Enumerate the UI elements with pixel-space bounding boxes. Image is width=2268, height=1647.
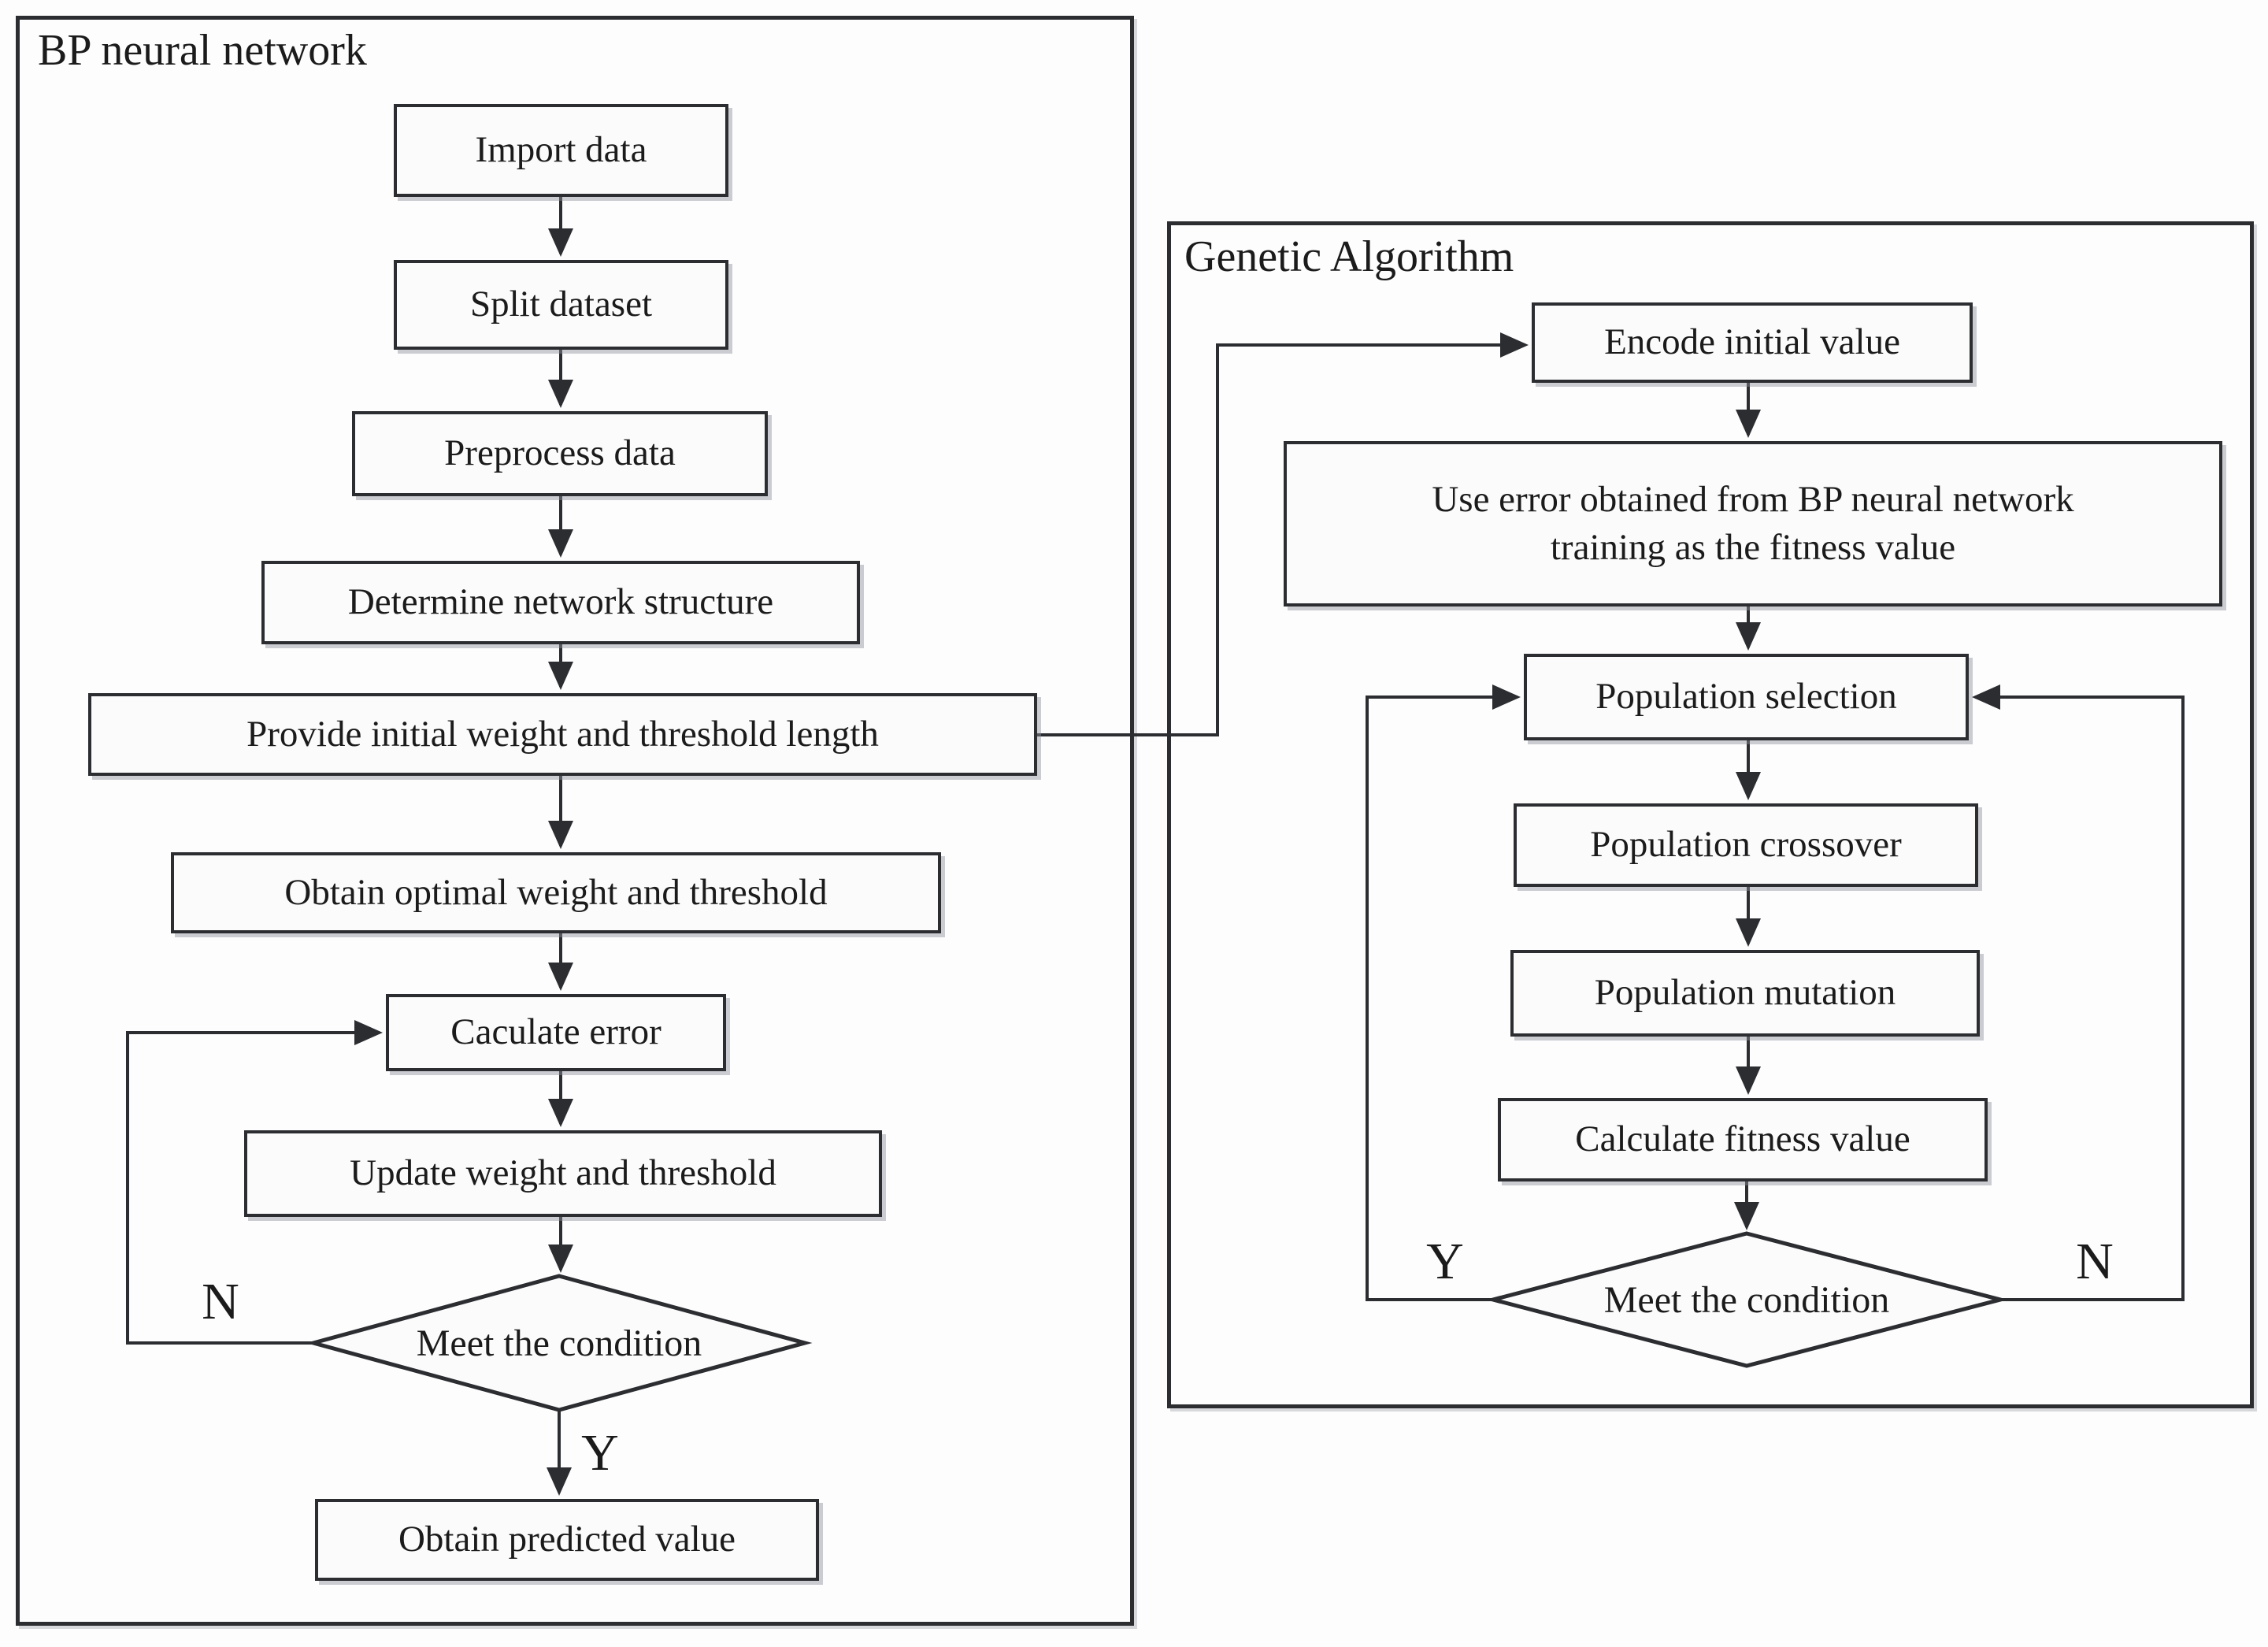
node-encode-initial-value: Encode initial value bbox=[1532, 302, 1973, 383]
ga-container bbox=[1167, 221, 2254, 1408]
node-import-data: Import data bbox=[394, 104, 728, 197]
node-update-weight-threshold: Update weight and threshold bbox=[244, 1130, 882, 1217]
loop-bp-no-branch bbox=[126, 1020, 383, 1345]
node-population-crossover: Population crossover bbox=[1514, 803, 1978, 887]
node-calculate-fitness-value: Calculate fitness value bbox=[1498, 1098, 1988, 1181]
ga-branch-no-label: N bbox=[2076, 1233, 2114, 1290]
bp-decision-diamond bbox=[306, 1274, 813, 1412]
bp-branch-yes-label: Y bbox=[581, 1424, 619, 1482]
bp-decision-label: Meet the condition bbox=[416, 1322, 702, 1364]
node-split-dataset: Split dataset bbox=[394, 260, 728, 350]
ga-decision-diamond bbox=[1485, 1231, 2008, 1368]
connector-bp-to-ga bbox=[1037, 332, 1529, 736]
ga-branch-yes-label: Y bbox=[1426, 1233, 1464, 1290]
node-population-mutation: Population mutation bbox=[1510, 950, 1980, 1037]
node-population-selection: Population selection bbox=[1524, 654, 1969, 740]
bp-container bbox=[16, 16, 1134, 1626]
node-use-error-fitness: Use error obtained from BP neural networ… bbox=[1284, 441, 2222, 606]
node-caculate-error: Caculate error bbox=[386, 994, 726, 1071]
use-error-line1: Use error obtained from BP neural networ… bbox=[1432, 478, 2074, 520]
node-preprocess-data: Preprocess data bbox=[352, 411, 768, 496]
loop-ga-no-branch bbox=[1972, 684, 2185, 1301]
ga-decision-label: Meet the condition bbox=[1603, 1278, 1890, 1321]
node-provide-initial-weight: Provide initial weight and threshold len… bbox=[88, 693, 1037, 776]
loop-ga-yes-branch bbox=[1366, 684, 1521, 1301]
node-obtain-predicted-value: Obtain predicted value bbox=[315, 1499, 819, 1581]
bp-title: BP neural network bbox=[38, 26, 367, 75]
bp-branch-no-label: N bbox=[202, 1273, 239, 1330]
node-determine-network-structure: Determine network structure bbox=[261, 561, 860, 644]
ga-title: Genetic Algorithm bbox=[1184, 232, 1514, 281]
node-obtain-optimal-weight: Obtain optimal weight and threshold bbox=[171, 852, 941, 933]
use-error-line2: training as the fitness value bbox=[1550, 527, 1956, 568]
